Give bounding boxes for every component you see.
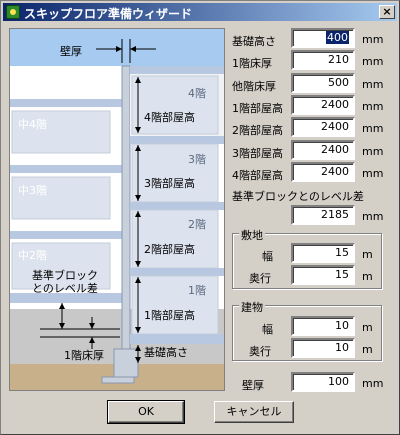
floor1-height-field-label: 1階部屋高 bbox=[232, 102, 283, 115]
building-depth-unit: m bbox=[362, 343, 373, 356]
foundation-height-field-label: 基礎高さ bbox=[232, 35, 276, 48]
other-floor-thickness-field-label: 他階床厚 bbox=[232, 80, 276, 93]
first-floor-thickness-field-label: 1階床厚 bbox=[232, 57, 272, 70]
floor3-room-label: 3階部屋高 bbox=[144, 177, 195, 190]
floor2-room-label: 2階部屋高 bbox=[144, 243, 195, 256]
level-diff-field-label: 基準ブロックとのレベル差 bbox=[232, 190, 364, 203]
floor2-height-unit: mm bbox=[362, 122, 384, 135]
floor4-height-unit: mm bbox=[362, 167, 384, 180]
floor1-tag: 1階 bbox=[188, 284, 206, 297]
floor2-tag: 2階 bbox=[188, 218, 206, 231]
site-group-title: 敷地 bbox=[239, 227, 265, 243]
site-depth-label: 奥行 bbox=[249, 272, 271, 285]
site-width-unit: m bbox=[362, 248, 373, 261]
foundation-height-value: 400 bbox=[326, 31, 349, 44]
other-floor-thickness-input[interactable]: 500 bbox=[291, 73, 355, 93]
app-icon bbox=[6, 5, 20, 19]
floor3-height-input[interactable]: 2400 bbox=[291, 140, 355, 160]
wall-thickness-unit: mm bbox=[362, 377, 384, 390]
wall-thickness-field-label: 壁厚 bbox=[242, 379, 264, 392]
building-width-label: 幅 bbox=[262, 323, 273, 336]
floor4-tag: 4階 bbox=[188, 87, 206, 100]
floor4-room-label: 4階部屋高 bbox=[144, 111, 195, 124]
floor4-height-input[interactable]: 2400 bbox=[291, 162, 355, 182]
window-title: スキップフロア準備ウィザード bbox=[24, 7, 193, 21]
site-depth-unit: m bbox=[362, 270, 373, 283]
building-group bbox=[232, 305, 382, 361]
site-width-label: 幅 bbox=[262, 250, 273, 263]
ok-button[interactable]: OK bbox=[107, 400, 185, 424]
building-depth-label: 奥行 bbox=[249, 345, 271, 358]
building-section-diagram: 壁厚 4階 4階部屋高 中4階 3階 3階部屋高 中3階 2階 2階部屋高 中2… bbox=[9, 28, 225, 391]
floor4-height-field-label: 4階部屋高 bbox=[232, 169, 283, 182]
floor2-height-field-label: 2階部屋高 bbox=[232, 124, 283, 137]
foundation-height-input[interactable]: 400 bbox=[291, 28, 355, 48]
floor1-room-label: 1階部屋高 bbox=[144, 309, 195, 322]
mid4-label: 中4階 bbox=[18, 118, 47, 131]
floor2-height-input[interactable]: 2400 bbox=[291, 117, 355, 137]
level-diff-label-2: とのレベル差 bbox=[32, 282, 98, 295]
wall-thickness-label: 壁厚 bbox=[60, 45, 82, 58]
site-width-input[interactable]: 15 bbox=[291, 243, 355, 263]
wall-thickness-input[interactable]: 100 bbox=[291, 372, 355, 392]
floor3-height-unit: mm bbox=[362, 145, 384, 158]
first-floor-thickness-unit: mm bbox=[362, 55, 384, 68]
floor1-height-input[interactable]: 2400 bbox=[291, 95, 355, 115]
floor1-height-unit: mm bbox=[362, 100, 384, 113]
first-floor-thickness-label: 1階床厚 bbox=[64, 349, 104, 362]
floor3-tag: 3階 bbox=[188, 153, 206, 166]
close-button[interactable]: × bbox=[379, 5, 395, 19]
floor3-height-field-label: 3階部屋高 bbox=[232, 147, 283, 160]
mid2-label: 中2階 bbox=[18, 249, 47, 262]
first-floor-thickness-input[interactable]: 210 bbox=[291, 50, 355, 70]
building-depth-input[interactable]: 10 bbox=[291, 338, 355, 358]
level-diff-label-1: 基準ブロック bbox=[32, 269, 98, 282]
foundation-height-label: 基礎高さ bbox=[144, 346, 188, 359]
other-floor-thickness-unit: mm bbox=[362, 78, 384, 91]
building-width-input[interactable]: 10 bbox=[291, 316, 355, 336]
cancel-button[interactable]: キャンセル bbox=[214, 401, 294, 423]
mid3-label: 中3階 bbox=[18, 184, 47, 197]
foundation-height-unit: mm bbox=[362, 33, 384, 46]
level-diff-unit: mm bbox=[362, 210, 384, 223]
building-group-title: 建物 bbox=[239, 299, 265, 315]
level-diff-input[interactable]: 2185 bbox=[291, 205, 355, 225]
site-depth-input[interactable]: 15 bbox=[291, 265, 355, 285]
title-bar[interactable]: スキップフロア準備ウィザード × bbox=[3, 3, 397, 21]
building-width-unit: m bbox=[362, 321, 373, 334]
site-group bbox=[232, 233, 382, 289]
